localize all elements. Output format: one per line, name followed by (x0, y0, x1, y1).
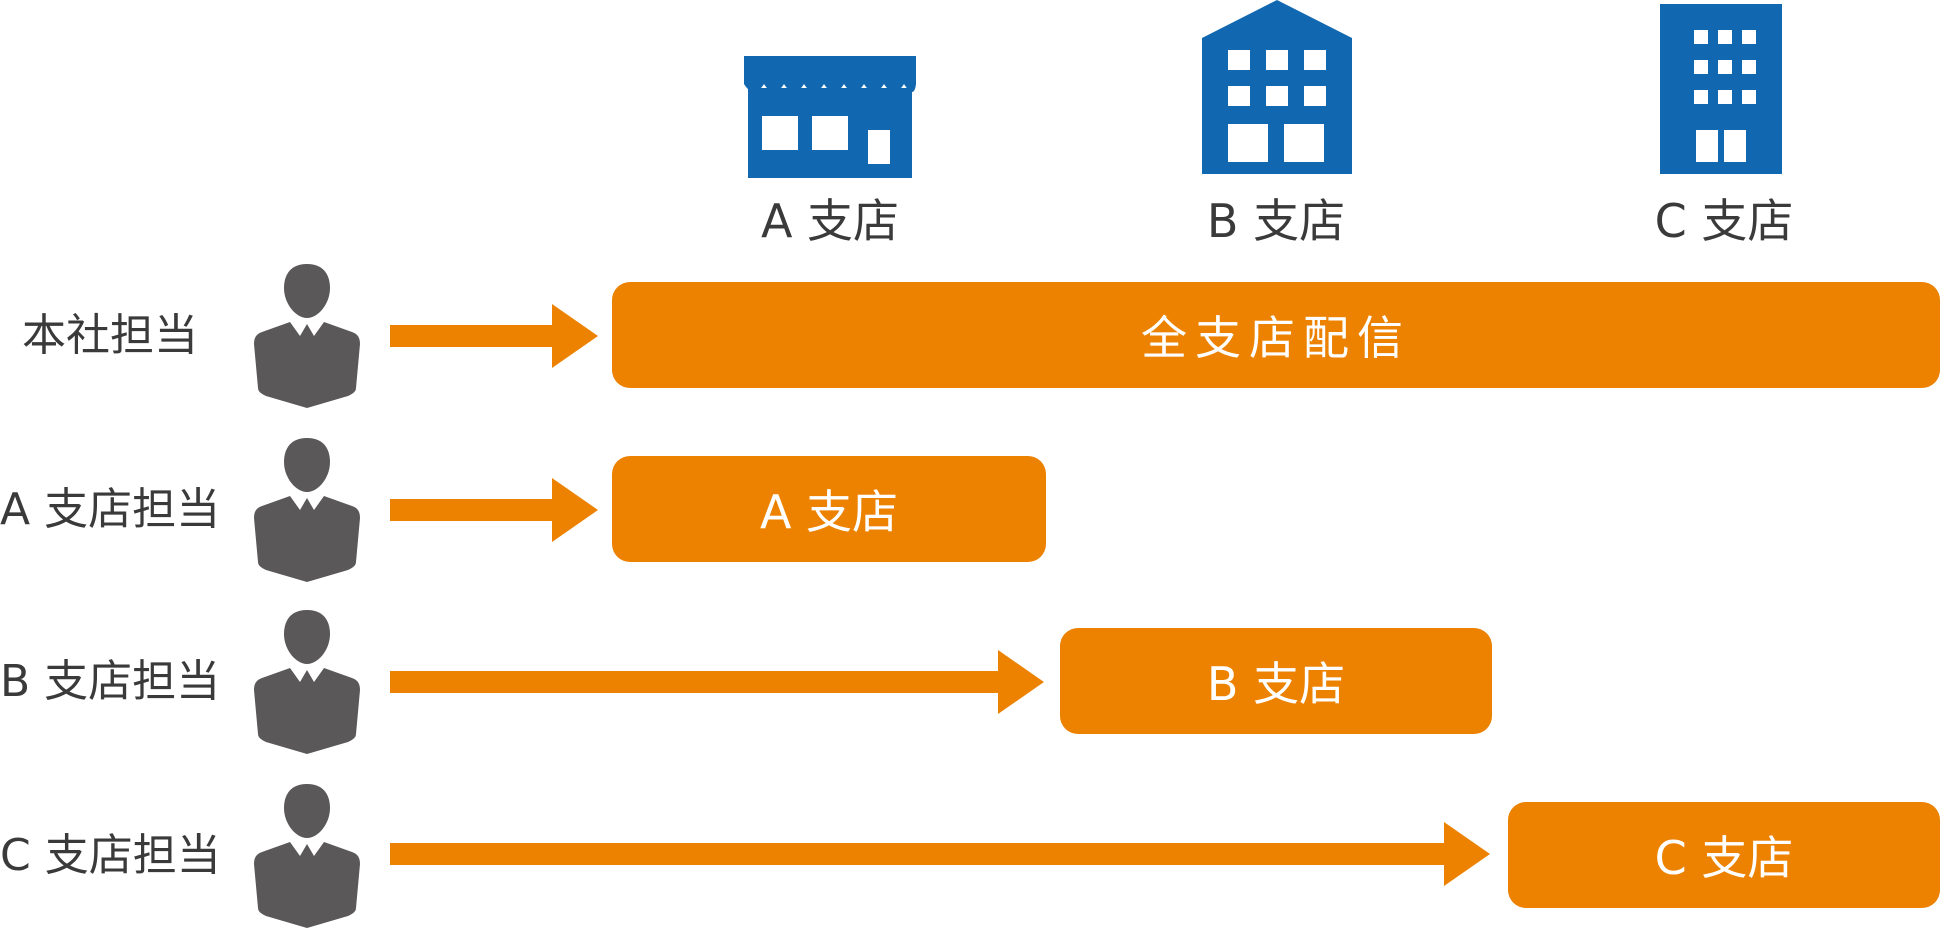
role-label-headquarters: 本社担当 (22, 310, 198, 361)
person-icon (254, 784, 360, 928)
person-icon (254, 610, 360, 754)
role-label-branch-c: C 支店担当 (0, 830, 221, 881)
tall-building-icon (1660, 4, 1782, 174)
role-label-branch-b: B 支店担当 (0, 656, 221, 707)
arrow-right-icon (390, 650, 1044, 714)
target-bar-branch-a: A 支店 (612, 456, 1046, 562)
branch-label-c: C 支店 (1654, 194, 1794, 248)
arrow-right-icon (390, 304, 598, 368)
arrow-right-icon (390, 822, 1490, 886)
target-bar-branch-c: C 支店 (1508, 802, 1940, 908)
target-bar-all-branches: 全支店配信 (612, 282, 1940, 388)
branch-label-b: B 支店 (1206, 194, 1346, 248)
person-icon (254, 264, 360, 408)
branch-label-a: A 支店 (760, 194, 900, 248)
role-label-branch-a: A 支店担当 (0, 484, 221, 535)
arrow-right-icon (390, 478, 598, 542)
storefront-icon (744, 56, 916, 178)
target-bar-branch-b: B 支店 (1060, 628, 1492, 734)
office-building-icon (1202, 0, 1352, 174)
person-icon (254, 438, 360, 582)
